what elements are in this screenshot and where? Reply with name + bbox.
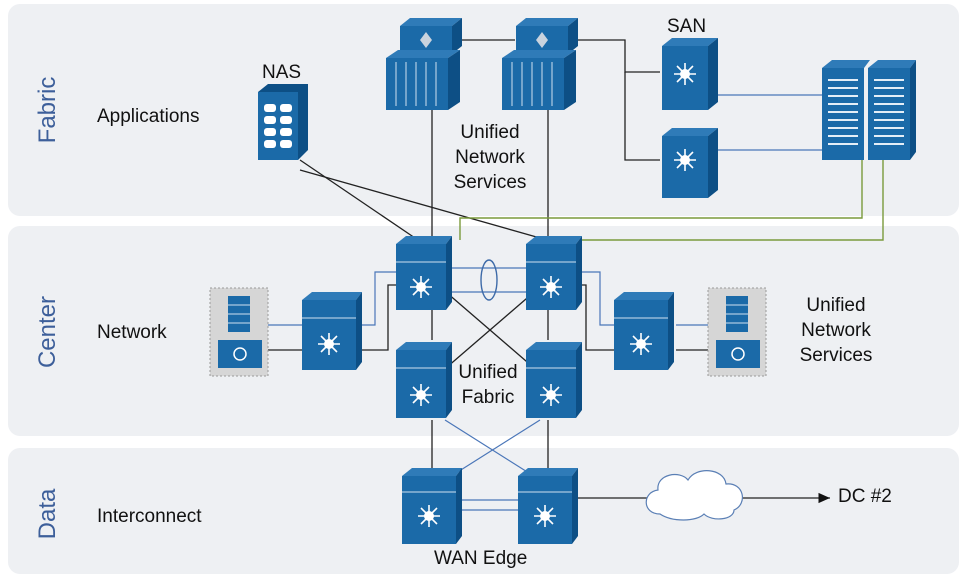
san-switch-top-icon [662,38,718,110]
center-band [8,226,959,436]
aggregation-switch-left-icon [396,236,452,310]
wan-edge-switch-right-icon [518,468,578,544]
wan-edge-label: WAN Edge [434,548,528,569]
storage-array-icon [822,60,916,160]
core-chassis-left-icon [386,18,462,110]
row-label-interconnect: Interconnect [97,506,202,527]
firewall-appliance-right-icon [707,287,767,377]
fabric-switch-left-icon [396,342,452,418]
san-links [459,160,884,241]
san-label: SAN [667,16,707,37]
data-band [8,448,959,574]
row-label-network: Network [97,322,167,343]
service-switch-left-icon [302,292,362,370]
fabric-band [8,4,959,216]
nas-label: NAS [262,62,302,83]
dc2-label: DC #2 [838,486,892,507]
fabric-switch-right-icon [526,342,582,418]
service-switch-right-icon [614,292,674,370]
nas-storage-icon [258,84,308,160]
row-label-applications: Applications [97,106,200,127]
firewall-appliance-left-icon [209,287,269,377]
vpc-ellipse [480,259,498,301]
core-chassis-right-icon [502,18,578,110]
wan-edge-switch-left-icon [402,468,462,544]
aggregation-switch-right-icon [526,236,582,310]
wan-cloud-icon [645,470,743,521]
san-switch-bottom-icon [662,128,718,198]
